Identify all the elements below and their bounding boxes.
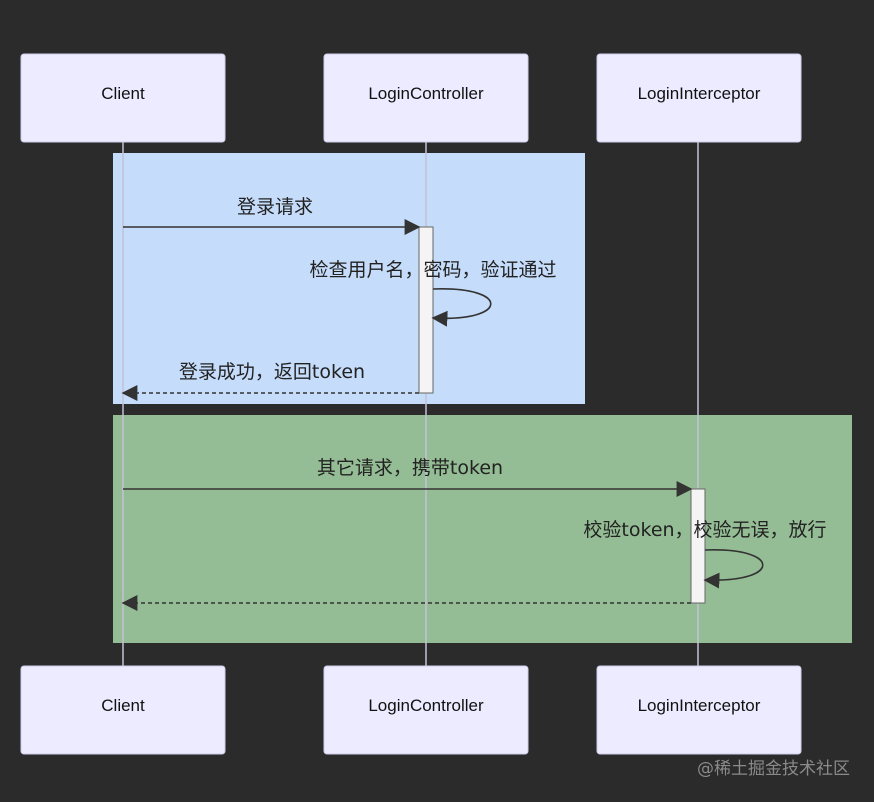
actor-label: LoginController [368, 696, 484, 715]
actor-top-logininterceptor: LoginInterceptor [596, 53, 802, 143]
message-label-login-success: 登录成功，返回token [179, 361, 365, 383]
actor-label: Client [101, 696, 145, 715]
message-arrow-check-credentials [431, 288, 492, 327]
activation-logincontroller [418, 226, 434, 394]
actor-bottom-logincontroller: LoginController [323, 665, 529, 755]
activation-logininterceptor [690, 488, 706, 604]
watermark: @稀土掘金技术社区 [697, 759, 850, 779]
message-label-other-request: 其它请求，携带token [317, 457, 503, 479]
actor-bottom-logininterceptor: LoginInterceptor [596, 665, 802, 755]
message-label-login-request: 登录请求 [237, 196, 313, 218]
actor-label: LoginController [368, 84, 484, 103]
actor-label: LoginInterceptor [638, 696, 761, 715]
group-box-login [113, 153, 585, 404]
actor-bottom-client: Client [20, 665, 226, 755]
message-arrow-verify-token [703, 549, 764, 589]
group-box-access [113, 415, 852, 643]
actor-top-client: Client [20, 53, 226, 143]
actor-label: LoginInterceptor [638, 84, 761, 103]
actor-label: Client [101, 84, 145, 103]
actor-top-logincontroller: LoginController [323, 53, 529, 143]
message-label-check-credentials: 检查用户名，密码，验证通过 [309, 259, 556, 281]
message-label-verify-token: 校验token，校验无误，放行 [583, 519, 826, 541]
